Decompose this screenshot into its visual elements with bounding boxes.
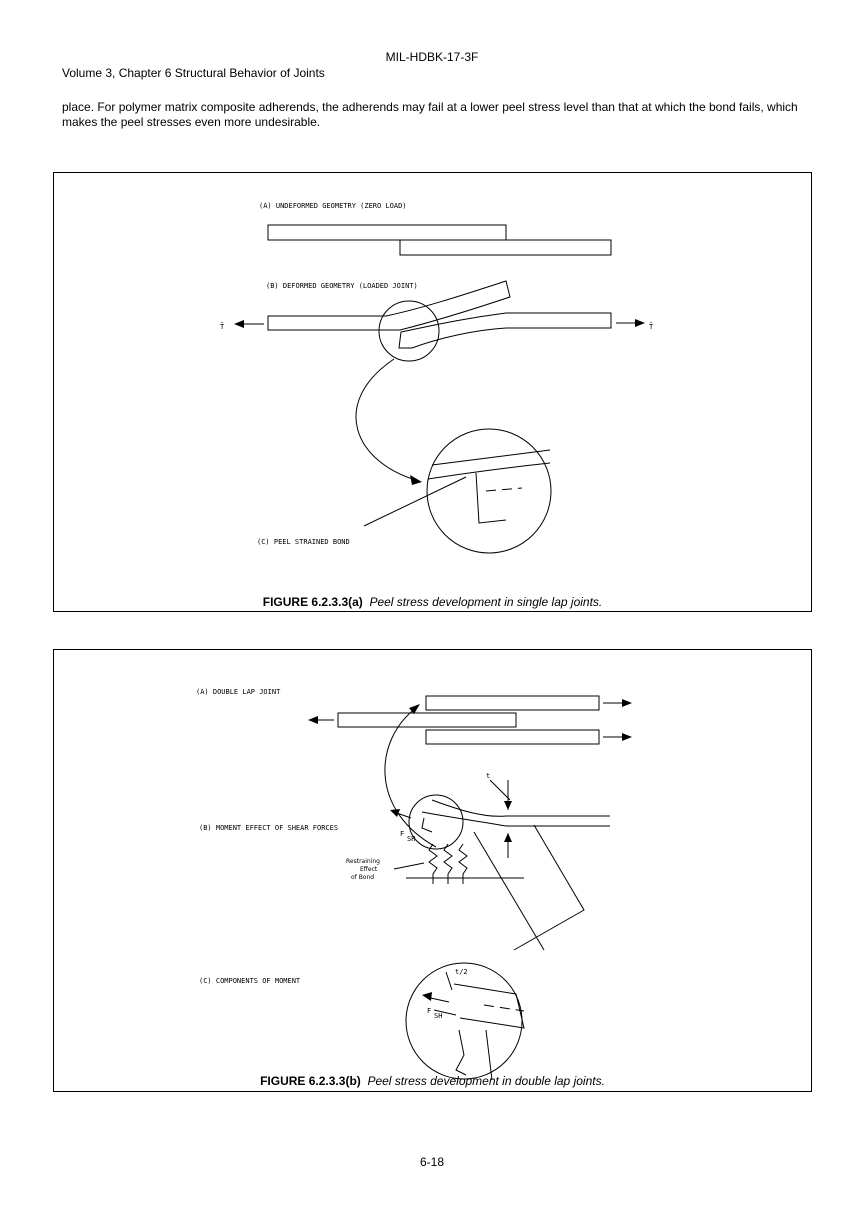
lower-outer-adherend: [425, 729, 600, 745]
single-lap-diagram: T̄ T̄ (A) UNDEFORMED GEOMETRY (ZERO LOAD…: [220, 202, 654, 554]
callout-curve: [355, 358, 420, 482]
label-fsh-c-sub: SH: [434, 1012, 442, 1020]
label-undeformed: (A) UNDEFORMED GEOMETRY (ZERO LOAD): [259, 202, 407, 210]
left-load-symbol: T̄: [220, 322, 225, 331]
figure-b-number: FIGURE 6.2.3.3(b): [260, 1074, 361, 1088]
right-load-symbol: T̄: [649, 322, 654, 331]
left-adherend-deformed: [267, 315, 400, 331]
page-number: 6-18: [419, 1155, 445, 1169]
body-paragraph: place. For polymer matrix composite adhe…: [62, 100, 798, 129]
detail-circle-moment: [408, 794, 464, 850]
callout-curve-b: [384, 707, 437, 848]
upper-adherend-undeformed: [267, 224, 507, 241]
label-restraining: Restraining: [346, 858, 380, 865]
figure-a-title: Peel stress development in single lap jo…: [369, 595, 603, 609]
label-of-bond: of Bond: [351, 874, 374, 881]
right-arrowhead: [635, 319, 645, 327]
detail-circle-small: [378, 300, 440, 362]
right-adherend-deformed: [398, 312, 612, 349]
label-thickness: t: [486, 772, 490, 780]
label-fsh-b-sub: SH: [407, 835, 415, 843]
label-components: (C) COMPONENTS OF MOMENT: [199, 977, 301, 985]
label-deformed: (B) DEFORMED GEOMETRY (LOADED JOINT): [266, 282, 418, 290]
document-id: MIL-HDBK-17-3F: [385, 50, 479, 64]
label-peel-strained: (C) PEEL STRAINED BOND: [257, 538, 350, 546]
label-double-lap: (A) DOUBLE LAP JOINT: [196, 688, 281, 696]
left-arrowhead: [234, 320, 244, 328]
figure-double-lap: (A) DOUBLE LAP JOINT (B) MOMENT EFFECT O…: [53, 649, 812, 1092]
label-moment-effect: (B) MOMENT EFFECT OF SHEAR FORCES: [199, 824, 338, 832]
label-fsh-b: F: [400, 830, 404, 838]
chapter-heading: Volume 3, Chapter 6 Structural Behavior …: [62, 66, 325, 80]
upper-outer-adherend: [425, 695, 600, 711]
detail-circle-components: [405, 962, 523, 1080]
callout-arrowhead: [410, 475, 422, 485]
double-lap-diagram: (A) DOUBLE LAP JOINT (B) MOMENT EFFECT O…: [196, 688, 632, 1081]
figure-b-title: Peel stress development in double lap jo…: [367, 1074, 605, 1088]
label-half-thickness: t/2: [455, 968, 468, 976]
label-effect: Effect: [360, 866, 378, 873]
figure-a-caption: FIGURE 6.2.3.3(a) Peel stress developmen…: [54, 595, 811, 609]
center-adherend: [337, 712, 517, 728]
lower-adherend-undeformed: [399, 239, 612, 256]
figure-single-lap: T̄ T̄ (A) UNDEFORMED GEOMETRY (ZERO LOAD…: [53, 172, 812, 612]
detail-circle-large: [426, 428, 552, 554]
label-fsh-c: F: [427, 1007, 431, 1015]
figure-a-number: FIGURE 6.2.3.3(a): [262, 595, 363, 609]
figure-b-caption: FIGURE 6.2.3.3(b) Peel stress developmen…: [54, 1074, 811, 1088]
